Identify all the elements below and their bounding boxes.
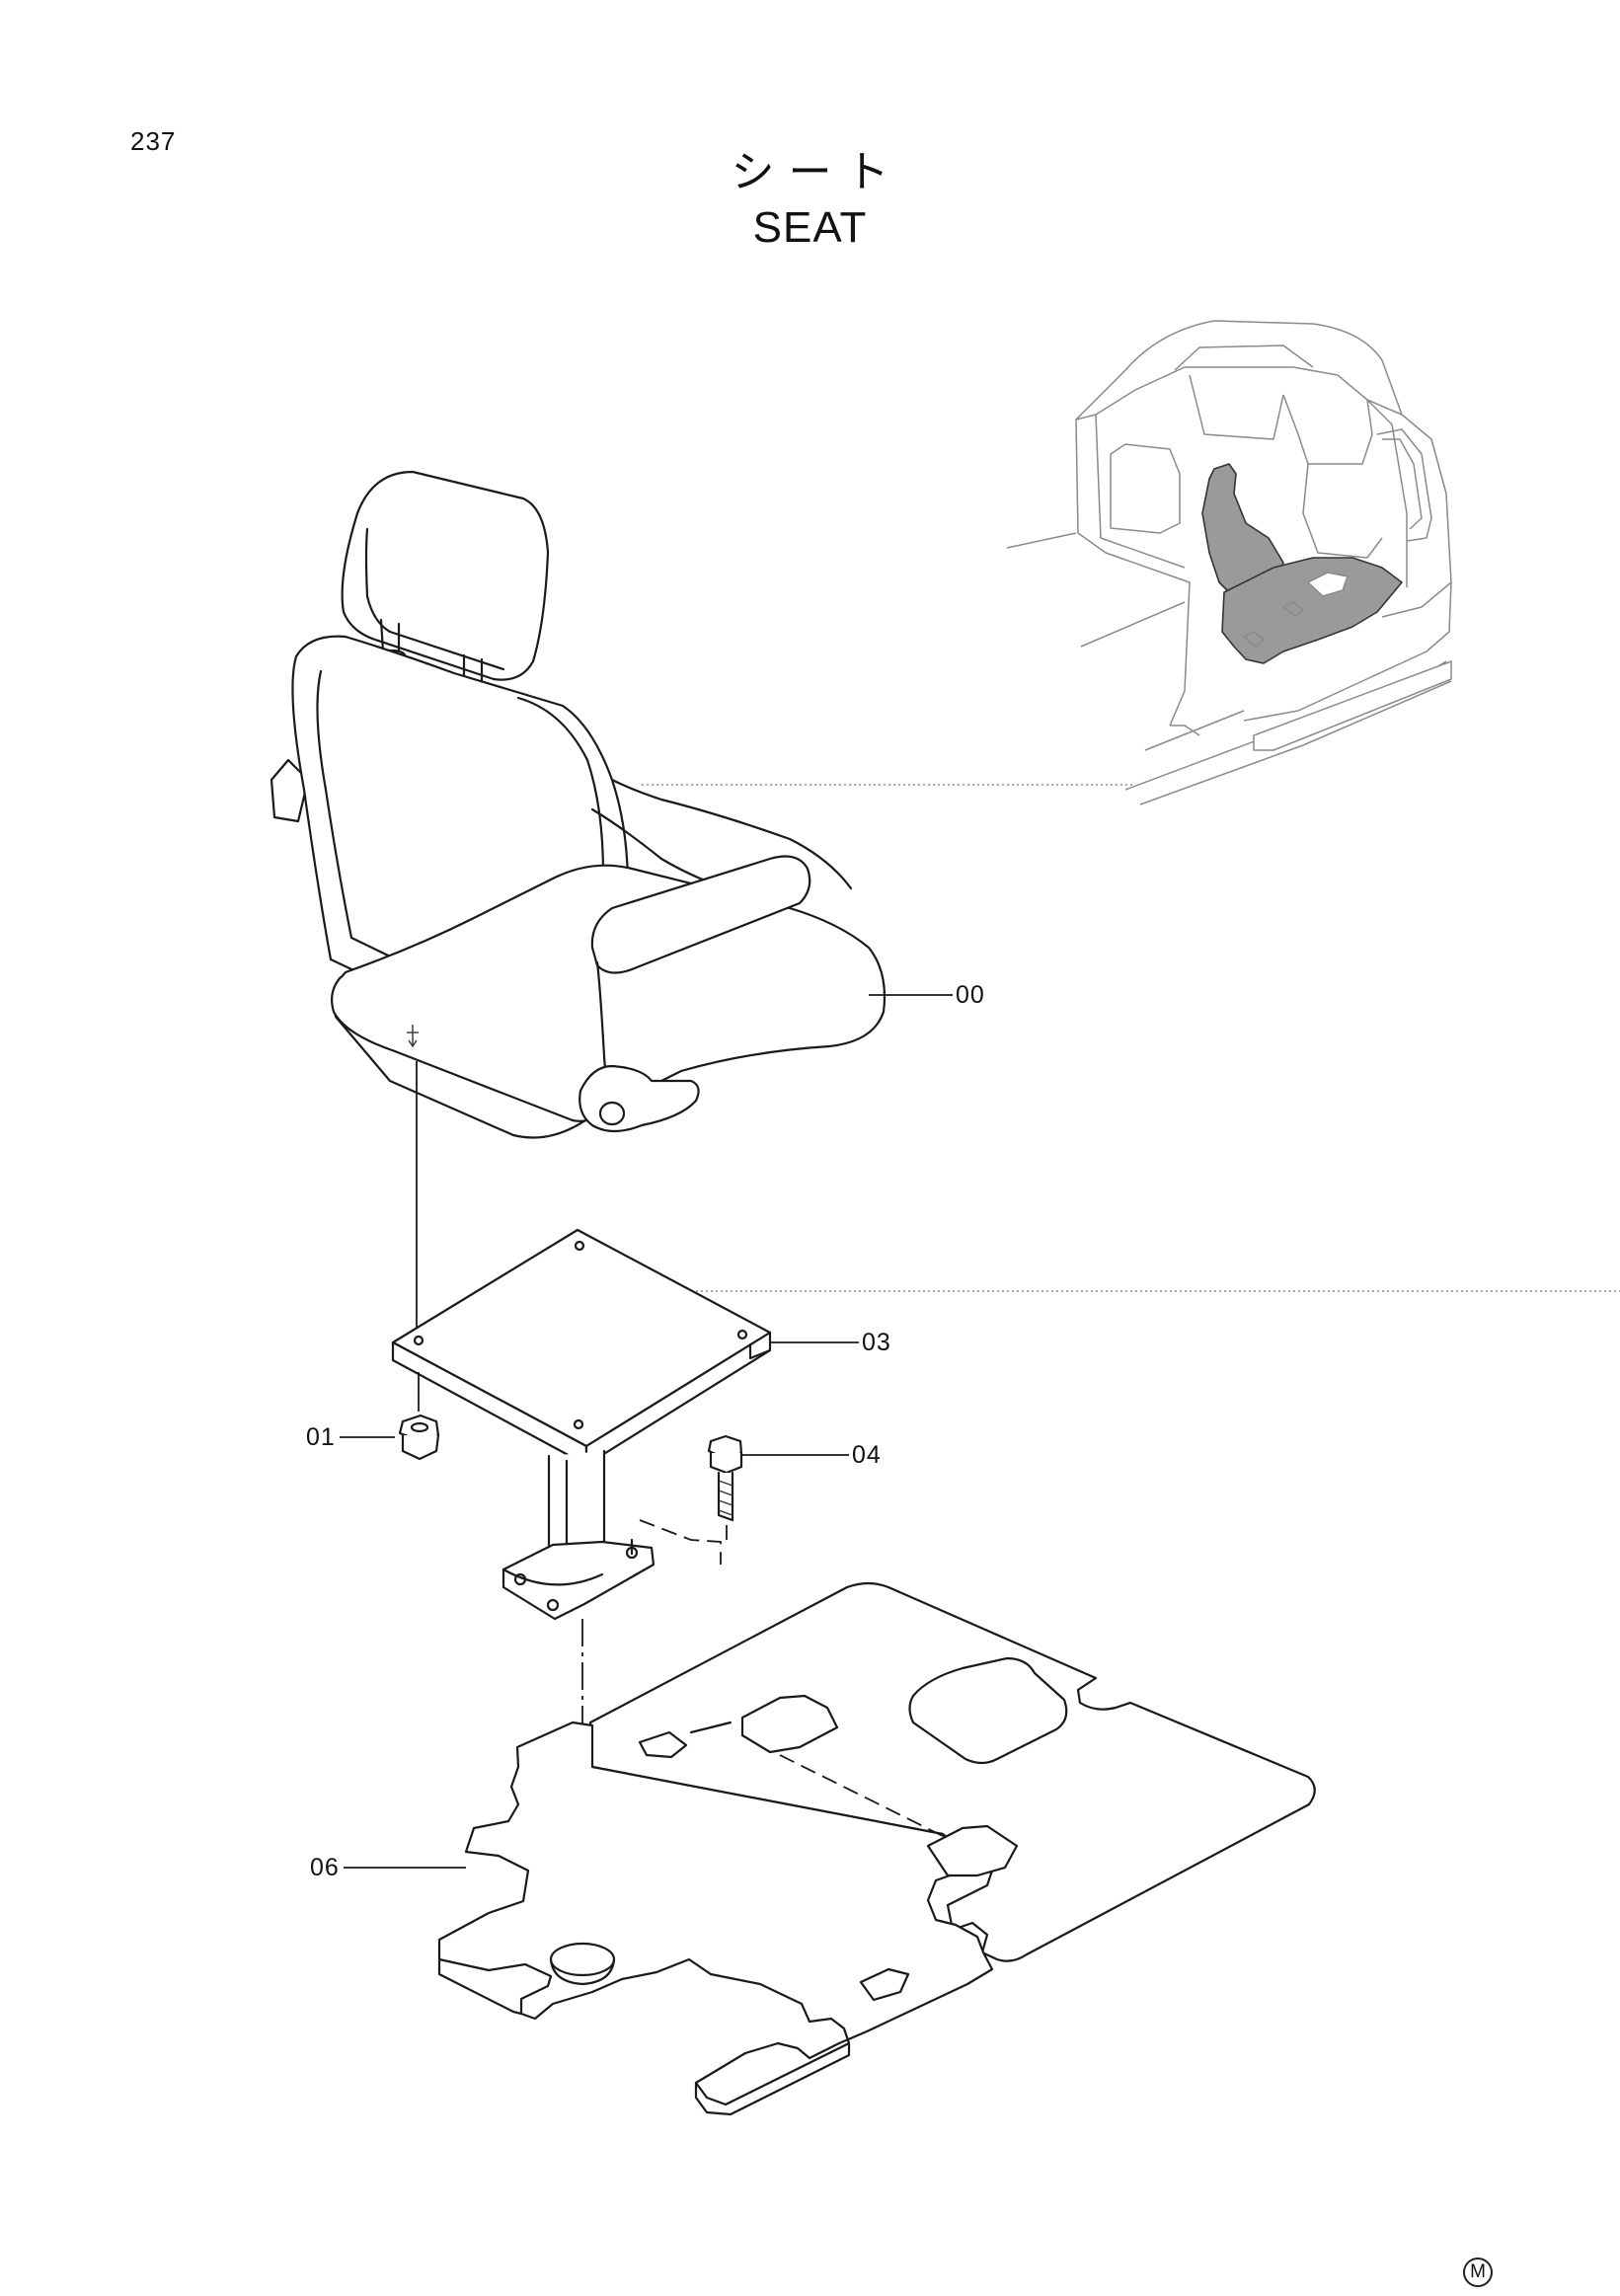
nut-icon	[398, 1372, 440, 1461]
title-english: SEAT	[752, 203, 868, 252]
page-title: シート SEAT	[0, 146, 1620, 255]
seat-stand-icon	[391, 1228, 772, 1621]
callout-00: 00	[956, 981, 985, 1009]
seat-icon	[270, 470, 887, 1139]
maker-mark-icon: M	[1463, 2258, 1493, 2287]
title-japanese: シート	[731, 147, 903, 197]
bolt-icon	[707, 1434, 743, 1540]
callout-01: 01	[306, 1423, 336, 1451]
callout-03: 03	[862, 1329, 891, 1356]
callout-06: 06	[310, 1854, 340, 1881]
callout-04: 04	[852, 1441, 882, 1469]
cab-icon	[1006, 320, 1452, 805]
page-number: 237	[130, 126, 177, 156]
floor-mat-icon	[437, 1581, 1316, 2116]
